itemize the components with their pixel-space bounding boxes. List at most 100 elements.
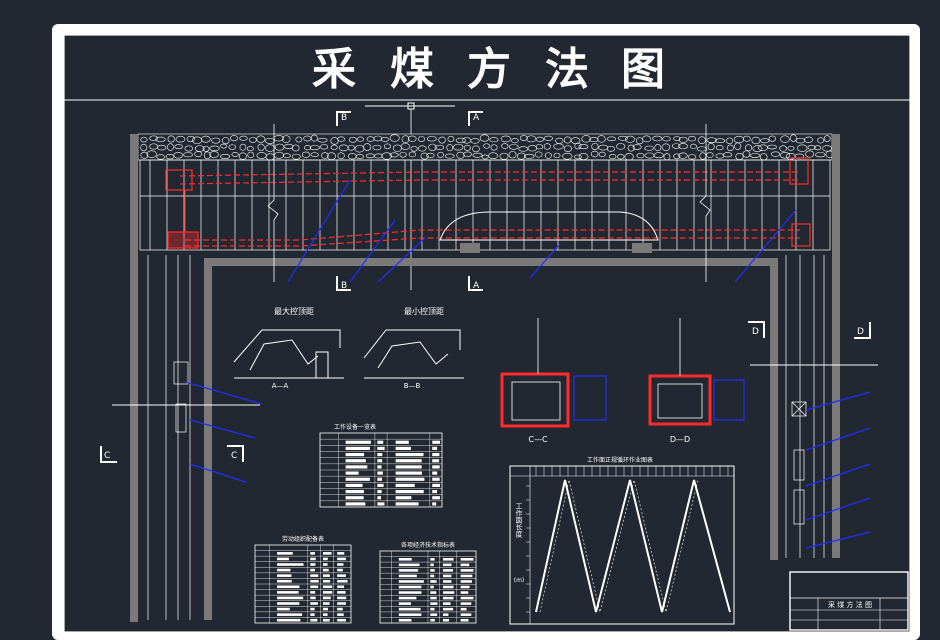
- rubble-stone: [317, 137, 328, 143]
- rubble-stone: [678, 136, 688, 143]
- rubble-stone: [155, 136, 166, 142]
- rubble-stone: [291, 144, 300, 152]
- economics-table: [379, 550, 477, 624]
- table-cell-text: [277, 557, 289, 561]
- bottom-wall: [204, 258, 770, 266]
- rubble-stone: [780, 135, 790, 143]
- rubble-stone: [221, 137, 230, 145]
- section-letter-c-left: C: [104, 451, 110, 461]
- table-cell-text: [395, 490, 424, 494]
- table-cell-text: [345, 490, 364, 494]
- table-cell-text: [322, 596, 331, 600]
- table-cell-text: [277, 568, 291, 572]
- support-section-max: [233, 329, 344, 379]
- support-legs-min: [377, 341, 449, 369]
- table-cell-text: [277, 591, 299, 594]
- rubble-stone: [321, 152, 329, 159]
- face-equipment: [165, 157, 811, 249]
- rubble-stone: [249, 137, 257, 143]
- rubble-stone: [553, 152, 561, 158]
- table-cell-text: [310, 568, 315, 572]
- table-cell-text: [345, 459, 366, 463]
- rubble-stone: [500, 135, 511, 143]
- section-letter-c-right: C: [231, 451, 237, 461]
- table-cell-text: [277, 607, 290, 611]
- table-cell-text: [395, 477, 425, 481]
- section-cc-label: C—C: [528, 435, 548, 444]
- table-cell-text: [460, 574, 473, 578]
- banner-char-5: 图: [621, 44, 665, 95]
- rubble-stone: [408, 151, 416, 158]
- right-equipment-box: [791, 401, 807, 417]
- rubble-stone: [661, 143, 671, 151]
- table-cell-text: [322, 607, 328, 611]
- rubble-stone: [779, 152, 791, 159]
- rubble-stone: [211, 137, 221, 144]
- table-cell-text: [345, 471, 359, 475]
- table-cell-text: [460, 563, 470, 567]
- table-cell-text: [395, 465, 422, 469]
- rubble-stone: [511, 138, 519, 144]
- rubble-stone: [472, 152, 483, 158]
- table-cell-text: [310, 596, 316, 600]
- table-cell-text: [322, 585, 333, 589]
- table-cell-text: [432, 502, 437, 506]
- rubble-stone: [447, 135, 455, 143]
- banner-title: 采 煤 方 法 图: [312, 44, 666, 96]
- rubble-stone: [291, 153, 301, 160]
- goaf-zone: [137, 133, 835, 161]
- table-cell-text: [430, 602, 438, 605]
- banner-char-3: 方: [467, 44, 511, 95]
- table-cell-text: [310, 585, 319, 589]
- rubble-stone: [380, 137, 390, 142]
- rubble-stone: [625, 135, 635, 143]
- rubble-stone: [384, 143, 391, 150]
- rubble-stone: [817, 137, 825, 144]
- table-cell-text: [322, 563, 328, 566]
- rubble-stone: [726, 144, 734, 152]
- table-cell-text: [398, 563, 420, 567]
- table-cell-text: [398, 613, 422, 616]
- table-cell-text: [460, 591, 469, 594]
- table-cell-text: [377, 453, 383, 457]
- rubble-stone: [310, 152, 319, 158]
- rubble-pattern: [140, 134, 835, 161]
- support-canopy-min: [363, 329, 461, 359]
- rubble-stone: [231, 152, 239, 157]
- left-gateroad: [147, 255, 191, 620]
- rubble-stone: [815, 152, 826, 158]
- roadway-dd-dim: [713, 379, 745, 421]
- table-cell-text: [377, 490, 382, 494]
- right-equipment-box-3: [793, 489, 805, 525]
- cycle-zigzag-2: [539, 479, 699, 613]
- rubble-stone: [760, 138, 770, 144]
- rubble-stone: [146, 150, 157, 158]
- rubble-stone: [372, 144, 382, 151]
- rubble-stone: [426, 136, 437, 142]
- section-bracket-a-bottom: [468, 276, 483, 291]
- table-cell-text: [277, 602, 300, 605]
- rubble-stone: [574, 142, 582, 150]
- rubble-stone: [389, 152, 399, 158]
- tail-drive-top: [789, 157, 809, 185]
- rubble-stone: [641, 135, 652, 143]
- table-cell-text: [277, 563, 304, 566]
- conveyor-return-upper: [185, 229, 800, 241]
- rubble-stone: [479, 134, 490, 142]
- rubble-stone: [282, 153, 291, 158]
- rubble-stone: [698, 136, 706, 144]
- table-cell-text: [430, 574, 435, 578]
- table-cell-text: [277, 585, 300, 589]
- rubble-stone: [823, 135, 831, 142]
- right-box-cross-2: [791, 401, 807, 417]
- table-cell-text: [345, 453, 365, 457]
- rubble-stone: [499, 152, 509, 160]
- table-cell-text: [377, 471, 383, 475]
- rubble-stone: [662, 136, 671, 142]
- rubble-stone: [822, 145, 833, 152]
- rubble-stone: [228, 144, 237, 150]
- table-cell-text: [430, 569, 435, 572]
- table-cell-text: [337, 568, 343, 572]
- rubble-stone: [202, 146, 210, 152]
- section-bracket-d-left: [748, 321, 765, 338]
